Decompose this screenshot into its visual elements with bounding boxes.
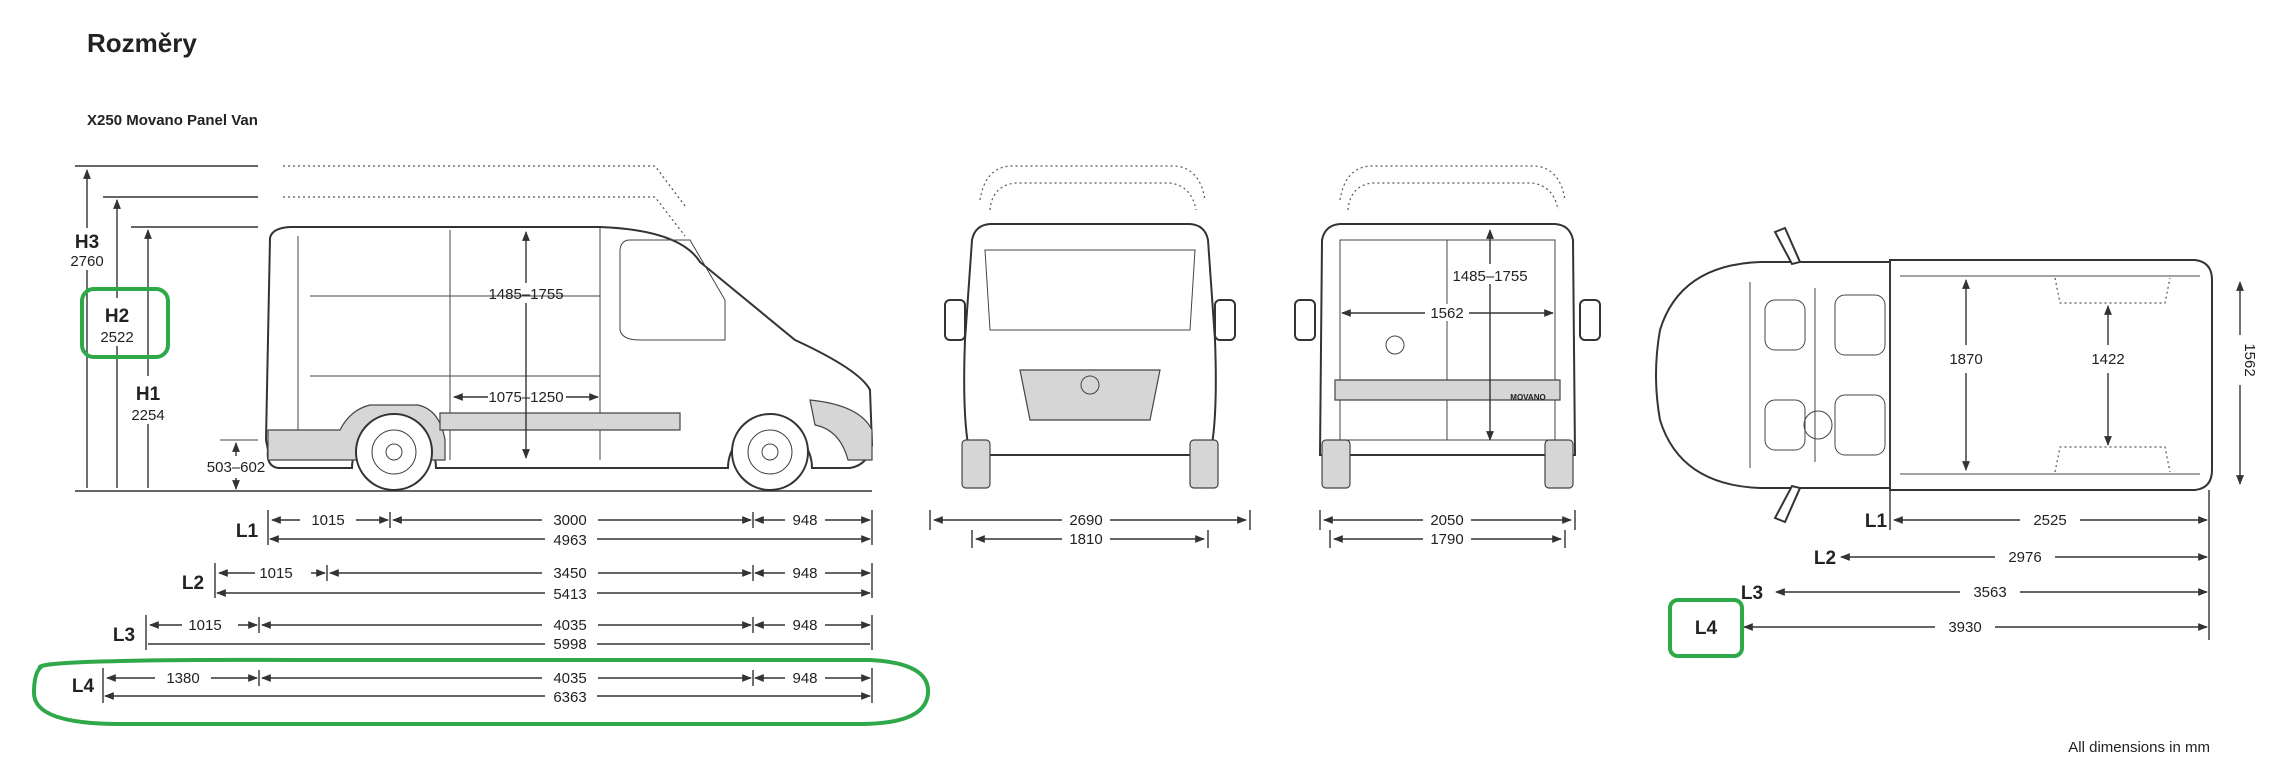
side-door-width: 1075–1250	[488, 389, 563, 406]
l1-wheelbase: 3000	[553, 512, 586, 529]
h2-highlight-box	[80, 287, 170, 359]
front-width-mirrors: 2690	[1069, 512, 1102, 529]
top-length-label-l4: L4	[1695, 618, 1718, 639]
page-title: Rozměry	[87, 28, 197, 58]
front-track: 1810	[1069, 531, 1102, 548]
rear-wheel	[355, 413, 433, 491]
l1-rear-overhang: 1015	[311, 512, 344, 529]
l2-front-overhang: 948	[792, 565, 817, 582]
l3-total: 5998	[553, 636, 586, 653]
height-value-h1: 2254	[131, 407, 164, 424]
top-length-l3: 3563	[1973, 584, 2006, 601]
l4-total: 6363	[553, 689, 586, 706]
l2-total: 5413	[553, 586, 586, 603]
rear-model-badge: MOVANO	[1510, 393, 1545, 402]
height-value-h3: 2760	[70, 253, 103, 270]
rear-cargo-height: 1485–1755	[1452, 268, 1527, 285]
rear-door-width: 1562	[1430, 305, 1463, 322]
length-label-l1: L1	[236, 521, 259, 542]
top-length-label-l3: L3	[1741, 583, 1763, 604]
top-length-label-l2: L2	[1814, 548, 1836, 569]
l3-wheelbase: 4035	[553, 617, 586, 634]
height-label-h2: H2	[105, 306, 129, 327]
units-footnote: All dimensions in mm	[2068, 739, 2210, 756]
cargo-height: 1485–1755	[488, 286, 563, 303]
l2-rear-overhang: 1015	[259, 565, 292, 582]
height-label-h3: H3	[75, 232, 99, 253]
load-sill-height: 503–602	[207, 459, 265, 476]
l4-rear-overhang: 1380	[166, 670, 199, 687]
l4-front-overhang: 948	[792, 670, 817, 687]
rear-view: MOVANO 1485–1755 1562 2050 1790	[1294, 165, 1601, 548]
top-cargo-width: 1870	[1949, 351, 1982, 368]
length-label-l2: L2	[182, 573, 204, 594]
top-length-l1: 2525	[2033, 512, 2066, 529]
side-length-labels: L1 1015 3000 948 4963 L2 1015 3450 948 5…	[31, 510, 931, 726]
l4-wheelbase: 4035	[553, 670, 586, 687]
front-wheel	[731, 413, 809, 491]
length-label-l4: L4	[72, 676, 95, 697]
front-view: 2690 1810	[929, 165, 1251, 548]
rear-track: 1790	[1430, 531, 1463, 548]
top-rear-door-width: 1562	[2241, 343, 2258, 376]
top-between-arches: 1422	[2091, 351, 2124, 368]
l4-dimension-lines	[102, 668, 873, 703]
l1-front-overhang: 948	[792, 512, 817, 529]
top-length-label-l1: L1	[1865, 511, 1888, 532]
l3-rear-overhang: 1015	[188, 617, 221, 634]
length-label-l3: L3	[113, 625, 135, 646]
l4-highlight-box	[1668, 598, 1744, 658]
top-length-l2: 2976	[2008, 549, 2041, 566]
l1-total: 4963	[553, 532, 586, 549]
height-label-h1: H1	[136, 384, 161, 405]
side-view: H3 2760 H2 2522 H1 2254 503–602 1485–175…	[62, 165, 874, 492]
l2-wheelbase: 3450	[553, 565, 586, 582]
top-length-l4: 3930	[1948, 619, 1981, 636]
top-view: 1870 1422 1562 L1 2525 L2 2976 L3 3563 L…	[1655, 226, 2258, 658]
l3-front-overhang: 948	[792, 617, 817, 634]
model-subtitle: X250 Movano Panel Van	[87, 112, 258, 129]
rear-width: 2050	[1430, 512, 1463, 529]
height-value-h2: 2522	[100, 329, 133, 346]
